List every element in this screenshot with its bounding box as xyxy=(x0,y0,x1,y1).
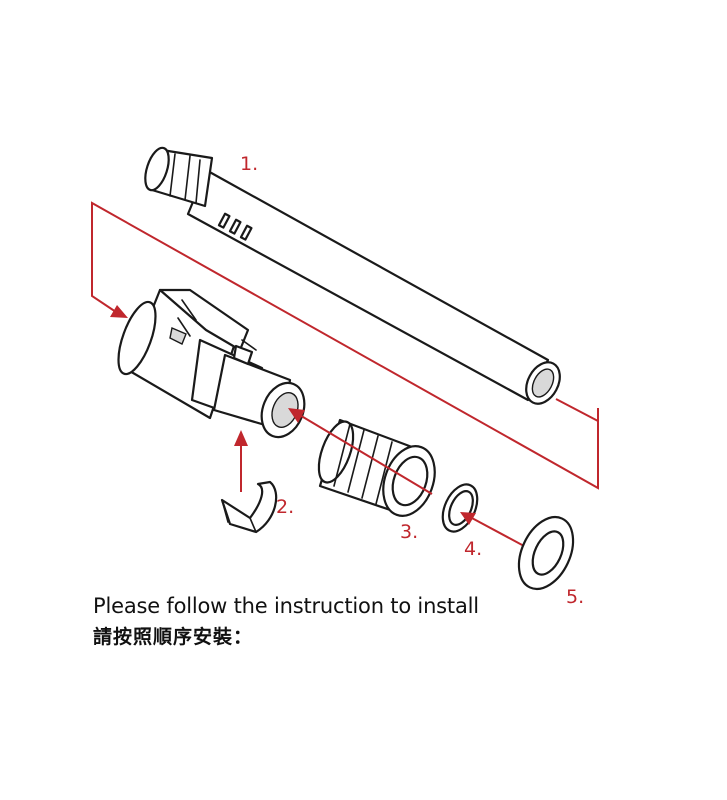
part-2-clip xyxy=(220,430,278,534)
part-3-nut xyxy=(288,408,436,517)
step-label-1: 1. xyxy=(240,153,258,175)
part-5-washer xyxy=(517,515,575,591)
part-4-ring xyxy=(441,483,525,547)
part-1-tube xyxy=(144,146,561,405)
step-label-2: 2. xyxy=(276,496,294,518)
instruction-caption-chinese: 請按照順序安裝： xyxy=(93,626,254,648)
insert-arrow-bracket xyxy=(91,201,599,490)
instruction-caption-english: Please follow the instruction to install xyxy=(93,594,479,618)
step-label-3: 3. xyxy=(400,521,418,543)
step-label-5: 5. xyxy=(566,586,584,608)
step-label-4: 4. xyxy=(464,538,482,560)
part-body-housing xyxy=(117,288,306,439)
